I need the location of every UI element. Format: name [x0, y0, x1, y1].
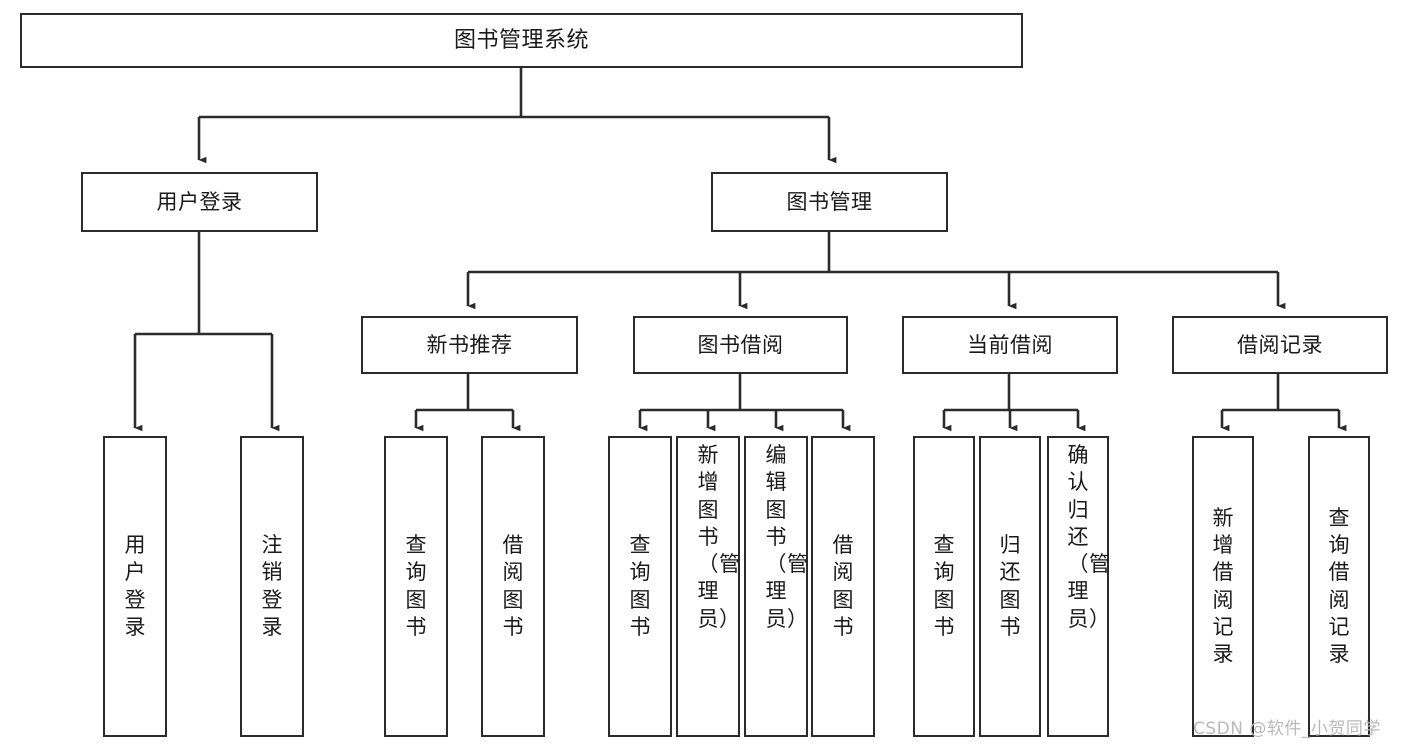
node-label: 借阅图书 — [832, 532, 854, 639]
node-label: 借阅记录 — [1237, 332, 1323, 357]
node-label: 查询图书 — [405, 532, 427, 639]
node-borrow-record[interactable]: 借阅记录 — [1172, 316, 1388, 374]
node-user-login[interactable]: 用户登录 — [81, 172, 318, 232]
node-root-book-management-system[interactable]: 图书管理系统 — [20, 13, 1023, 68]
node-label: 图书管理 — [786, 189, 873, 214]
edges-user-login-children — [133, 232, 280, 432]
node-new-book-recommend[interactable]: 新书推荐 — [361, 316, 578, 374]
csdn-watermark: CSDN @软件_小贺同学 — [1193, 719, 1381, 739]
node-label: 图书借阅 — [697, 332, 784, 357]
node-label: 新增图书（管理员） — [697, 443, 741, 631]
node-label: 编辑图书（管理员） — [765, 443, 809, 631]
edges-current-borrow-children — [942, 374, 1086, 432]
node-label: 图书管理系统 — [453, 27, 589, 53]
node-label: 查询图书 — [629, 532, 651, 639]
leaf-query-book-recommend[interactable]: 查询图书 — [384, 436, 448, 737]
leaf-confirm-return-admin[interactable]: 确认归还（管理员） — [1047, 436, 1111, 737]
leaf-query-borrow-record[interactable]: 查询借阅记录 — [1308, 436, 1370, 737]
node-label: 新增借阅记录 — [1212, 505, 1234, 667]
leaf-add-borrow-record[interactable]: 新增借阅记录 — [1192, 436, 1254, 737]
edges-root-to-level2 — [197, 68, 837, 164]
leaf-logout[interactable]: 注销登录 — [240, 436, 304, 737]
leaf-edit-book-admin[interactable]: 编辑图书（管理员） — [744, 436, 808, 737]
leaf-borrow-book[interactable]: 借阅图书 — [811, 436, 875, 737]
node-label: 确认归还（管理员） — [1067, 443, 1111, 631]
edges-book-borrow-children — [638, 374, 851, 432]
leaf-return-book[interactable]: 归还图书 — [979, 436, 1041, 737]
node-label: 查询借阅记录 — [1328, 505, 1350, 667]
node-label: 用户登录 — [156, 189, 243, 214]
node-current-borrow[interactable]: 当前借阅 — [902, 316, 1118, 374]
leaf-query-book-current[interactable]: 查询图书 — [913, 436, 975, 737]
edges-book-management-children — [466, 232, 1286, 310]
edges-new-book-recommend-children — [414, 374, 521, 432]
node-label: 查询图书 — [933, 532, 955, 639]
node-label: 注销登录 — [261, 532, 283, 639]
node-label: 借阅图书 — [502, 532, 524, 639]
leaf-borrow-book-recommend[interactable]: 借阅图书 — [481, 436, 545, 737]
leaf-query-book-borrow[interactable]: 查询图书 — [608, 436, 672, 737]
leaf-user-login[interactable]: 用户登录 — [103, 436, 167, 737]
node-book-borrow[interactable]: 图书借阅 — [633, 316, 848, 374]
leaf-add-book-admin[interactable]: 新增图书（管理员） — [676, 436, 740, 737]
node-label: 用户登录 — [124, 532, 146, 639]
node-label: 当前借阅 — [967, 332, 1053, 357]
node-book-management[interactable]: 图书管理 — [711, 172, 948, 232]
node-label: 新书推荐 — [426, 332, 513, 357]
edges-borrow-record-children — [1220, 374, 1347, 432]
node-label: 归还图书 — [999, 532, 1021, 639]
